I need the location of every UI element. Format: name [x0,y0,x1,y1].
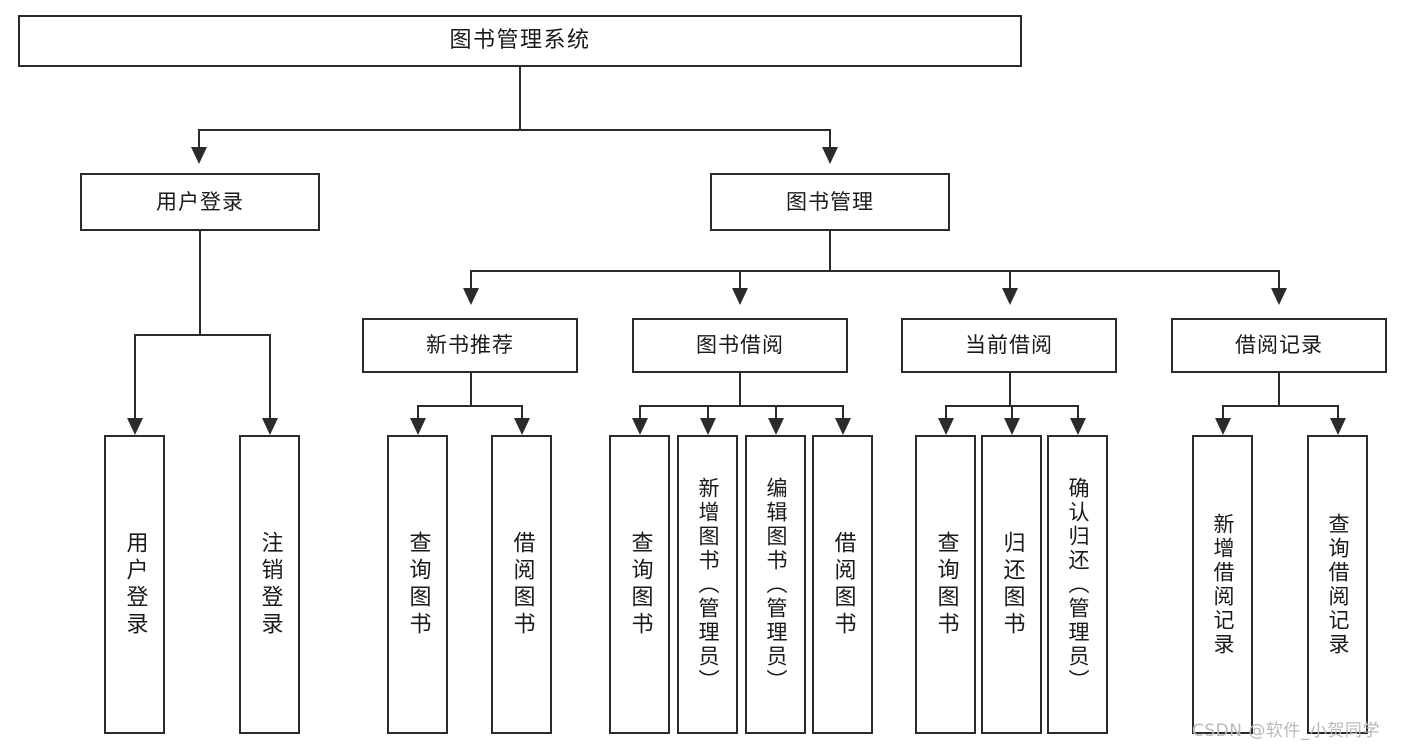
node-label: 新书推荐 [426,333,514,358]
connector-currentborrow-drop-1 [945,405,947,420]
node-borrow-record[interactable]: 借阅记录 [1171,318,1387,373]
node-current-borrow[interactable]: 当前借阅 [901,318,1117,373]
arrow-to-borrow-record [1271,288,1287,305]
arrow-to-leaf-query-book-1 [410,418,426,435]
node-label: 借阅记录 [1235,333,1323,358]
connector-currentborrow-stem [1009,373,1011,407]
node-label: 新增图书（管理员） [696,476,720,693]
node-label: 确认归还（管理员） [1066,476,1090,693]
leaf-user-logout[interactable]: 注销登录 [239,435,300,734]
connector-bookborrow-drop-3 [775,405,777,420]
connector-user-drop-2 [269,334,271,420]
connector-borrowrecord-drop-2 [1337,405,1339,420]
connector-root-bus [198,129,831,131]
node-label: 新增借阅记录 [1211,512,1235,657]
connector-newbook-stem [470,373,472,407]
leaf-user-login[interactable]: 用户登录 [104,435,165,734]
connector-borrowrecord-stem [1278,373,1280,407]
arrow-to-book-manage [822,147,838,164]
connector-root-drop-book [829,129,831,149]
node-label: 借阅图书 [509,530,535,639]
arrow-to-book-borrow [732,288,748,305]
node-label: 借阅图书 [830,530,856,639]
node-user-login[interactable]: 用户登录 [80,173,320,231]
leaf-add-borrow-record[interactable]: 新增借阅记录 [1192,435,1253,734]
leaf-return-book[interactable]: 归还图书 [981,435,1042,734]
node-label: 注销登录 [257,530,283,639]
arrow-to-leaf-edit-book [768,418,784,435]
leaf-borrow-book-borrow[interactable]: 借阅图书 [812,435,873,734]
connector-borrowrecord-drop-1 [1222,405,1224,420]
arrow-to-leaf-return-book [1004,418,1020,435]
node-root-system[interactable]: 图书管理系统 [18,15,1022,67]
node-book-manage[interactable]: 图书管理 [710,173,950,231]
leaf-confirm-return-admin[interactable]: 确认归还（管理员） [1047,435,1108,734]
leaf-add-book-admin[interactable]: 新增图书（管理员） [677,435,738,734]
node-label: 图书借阅 [696,333,784,358]
leaf-query-book-current[interactable]: 查询图书 [915,435,976,734]
connector-bookborrow-drop-1 [639,405,641,420]
arrow-to-new-book-recommend [463,288,479,305]
connector-bookmanage-drop-1 [470,270,472,290]
connector-bookmanage-drop-4 [1278,270,1280,290]
connector-newbook-bus [417,405,523,407]
node-label: 查询图书 [933,530,959,639]
node-label: 查询图书 [627,530,653,639]
node-label: 查询图书 [405,530,431,639]
leaf-borrow-book-recommend[interactable]: 借阅图书 [491,435,552,734]
connector-borrowrecord-bus [1222,405,1339,407]
arrow-to-leaf-query-record [1330,418,1346,435]
connector-newbook-drop-2 [521,405,523,420]
node-label: 图书管理系统 [449,28,591,54]
arrow-to-current-borrow [1002,288,1018,305]
connector-bookborrow-drop-2 [707,405,709,420]
connector-bookborrow-drop-4 [842,405,844,420]
leaf-query-borrow-record[interactable]: 查询借阅记录 [1307,435,1368,734]
node-book-borrow[interactable]: 图书借阅 [632,318,848,373]
connector-bookborrow-stem [739,373,741,407]
node-label: 图书管理 [786,189,874,214]
arrow-to-leaf-user-logout [262,418,278,435]
arrow-to-user-login [191,147,207,164]
node-label: 编辑图书（管理员） [764,476,788,693]
watermark-text: CSDN @软件_小贺同学 [1192,721,1380,741]
node-label: 当前借阅 [965,333,1053,358]
node-label: 用户登录 [122,530,148,639]
arrow-to-leaf-add-record [1215,418,1231,435]
connector-root-stem [519,67,521,130]
connector-bookmanage-drop-3 [1009,270,1011,290]
arrow-to-leaf-confirm-return [1070,418,1086,435]
connector-user-stem [199,231,201,336]
connector-bookmanage-stem [829,231,831,272]
arrow-to-leaf-user-login [127,418,143,435]
connector-currentborrow-drop-2 [1011,405,1013,420]
node-label: 查询借阅记录 [1326,512,1350,657]
arrow-to-leaf-borrow-book-2 [835,418,851,435]
connector-bookborrow-bus [639,405,844,407]
node-new-book-recommend[interactable]: 新书推荐 [362,318,578,373]
arrow-to-leaf-add-book [700,418,716,435]
arrow-to-leaf-query-book-2 [632,418,648,435]
node-label: 归还图书 [999,530,1025,639]
arrow-to-leaf-query-book-3 [938,418,954,435]
arrow-to-leaf-borrow-book-1 [514,418,530,435]
node-label: 用户登录 [156,189,244,214]
leaf-edit-book-admin[interactable]: 编辑图书（管理员） [745,435,806,734]
connector-newbook-drop-1 [417,405,419,420]
connector-user-drop-1 [134,334,136,420]
connector-user-bus [134,334,271,336]
leaf-query-book-borrow[interactable]: 查询图书 [609,435,670,734]
connector-root-drop-user [198,129,200,149]
leaf-query-book-recommend[interactable]: 查询图书 [387,435,448,734]
connector-bookmanage-bus [470,270,1279,272]
connector-bookmanage-drop-2 [739,270,741,290]
connector-currentborrow-drop-3 [1077,405,1079,420]
